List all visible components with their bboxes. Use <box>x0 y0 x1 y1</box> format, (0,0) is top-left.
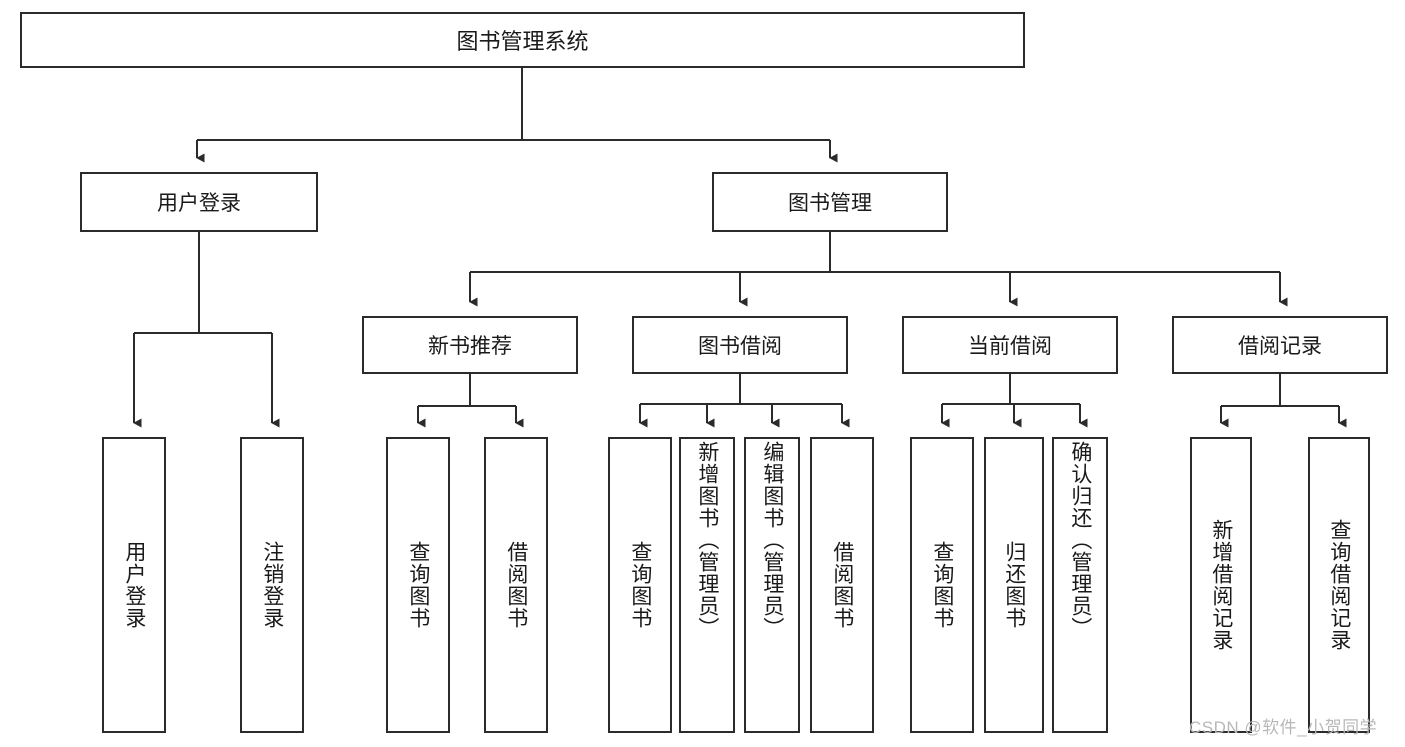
node-leaf-return-book-label: 归还图书 <box>1002 541 1026 629</box>
node-leaf-query-book-3-label: 查询图书 <box>930 541 954 629</box>
node-borrow-record[interactable]: 借阅记录 <box>1172 316 1388 374</box>
node-leaf-user-logout-label: 注销登录 <box>260 541 284 629</box>
node-new-book-rec[interactable]: 新书推荐 <box>362 316 578 374</box>
node-current-borrow[interactable]: 当前借阅 <box>902 316 1118 374</box>
node-book-borrow-label: 图书借阅 <box>698 335 782 358</box>
node-leaf-query-book-3[interactable]: 查询图书 <box>910 437 974 733</box>
node-leaf-return-book[interactable]: 归还图书 <box>984 437 1044 733</box>
csdn-watermark: CSDN @软件_小贺同学 <box>1189 718 1378 737</box>
node-leaf-add-record[interactable]: 新增借阅记录 <box>1190 437 1252 733</box>
node-leaf-edit-book-label: 编辑图书（管理员） <box>760 441 784 639</box>
node-user-login-label: 用户登录 <box>157 192 241 215</box>
node-current-borrow-label: 当前借阅 <box>968 335 1052 358</box>
node-leaf-query-book-1[interactable]: 查询图书 <box>386 437 450 733</box>
node-leaf-confirm-return-label: 确认归还（管理员） <box>1068 441 1092 639</box>
node-leaf-query-book-1-label: 查询图书 <box>406 541 430 629</box>
node-book-manage-label: 图书管理 <box>788 192 872 215</box>
node-root-label: 图书管理系统 <box>456 29 589 54</box>
node-leaf-query-record[interactable]: 查询借阅记录 <box>1308 437 1370 733</box>
node-leaf-user-login-label: 用户登录 <box>122 541 146 629</box>
node-leaf-user-login[interactable]: 用户登录 <box>102 437 166 733</box>
node-leaf-confirm-return[interactable]: 确认归还（管理员） <box>1052 437 1108 733</box>
node-leaf-edit-book[interactable]: 编辑图书（管理员） <box>744 437 800 733</box>
node-leaf-borrow-book-1[interactable]: 借阅图书 <box>484 437 548 733</box>
node-leaf-user-logout[interactable]: 注销登录 <box>240 437 304 733</box>
node-leaf-add-book-label: 新增图书（管理员） <box>695 441 719 639</box>
node-user-login[interactable]: 用户登录 <box>80 172 318 232</box>
node-leaf-add-book[interactable]: 新增图书（管理员） <box>679 437 735 733</box>
node-leaf-query-book-2[interactable]: 查询图书 <box>608 437 672 733</box>
node-book-borrow[interactable]: 图书借阅 <box>632 316 848 374</box>
node-leaf-borrow-book-2-label: 借阅图书 <box>830 541 854 629</box>
node-leaf-borrow-book-2[interactable]: 借阅图书 <box>810 437 874 733</box>
node-leaf-borrow-book-1-label: 借阅图书 <box>504 541 528 629</box>
node-leaf-query-book-2-label: 查询图书 <box>628 541 652 629</box>
node-book-manage[interactable]: 图书管理 <box>712 172 948 232</box>
node-leaf-query-record-label: 查询借阅记录 <box>1327 519 1351 651</box>
node-leaf-add-record-label: 新增借阅记录 <box>1209 519 1233 651</box>
node-new-book-rec-label: 新书推荐 <box>428 335 512 358</box>
node-root[interactable]: 图书管理系统 <box>20 12 1025 68</box>
node-borrow-record-label: 借阅记录 <box>1238 335 1322 358</box>
